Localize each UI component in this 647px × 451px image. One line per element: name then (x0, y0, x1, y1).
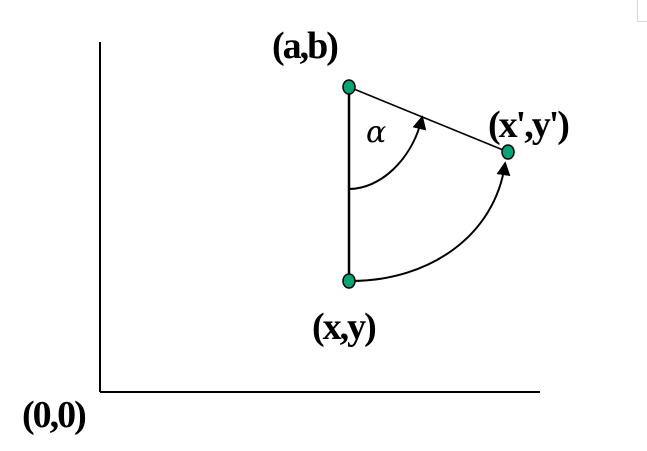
angle-alpha-label: α (366, 115, 387, 150)
angle-arc (348, 115, 427, 190)
pivot-point (342, 79, 356, 95)
rotated-point (501, 144, 515, 160)
origin-label: (0,0) (22, 394, 87, 436)
original-point-label: (x,y) (312, 306, 377, 348)
segment-pivot-to-rotated (348, 86, 509, 153)
corner-mark (637, 0, 647, 22)
rotation-arc (350, 161, 511, 282)
pivot-label: (a,b) (272, 25, 339, 67)
rotated-point-label: (x',y') (488, 104, 570, 146)
original-point (342, 273, 356, 289)
